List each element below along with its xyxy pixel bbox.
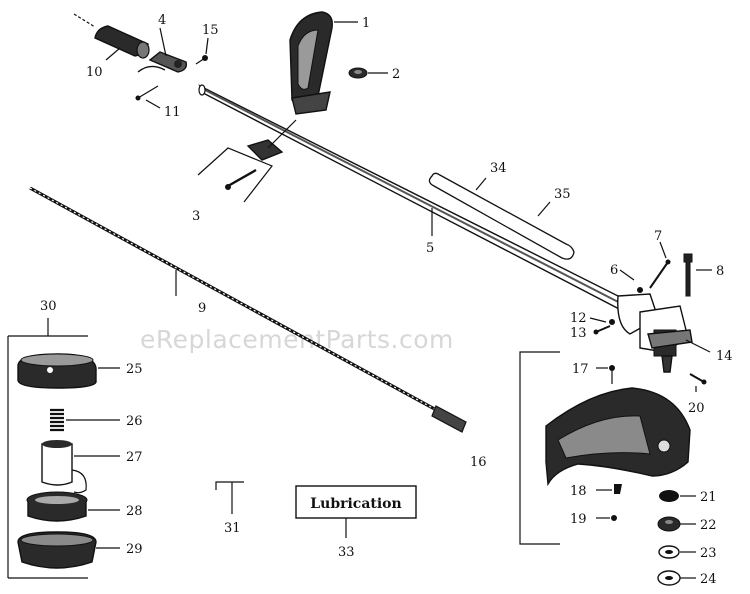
callout-25: 25: [126, 362, 143, 377]
part-1-handle[interactable]: [289, 11, 333, 115]
part-28-spool[interactable]: [26, 491, 88, 522]
part-33-lubrication[interactable]: Lubrication: [295, 485, 417, 538]
callout-7: 7: [654, 229, 662, 244]
callout-27: 27: [126, 450, 143, 465]
callout-numbers: 1 2 3 4 5 6 7 8 9 10 11 12 13 14 15 16 1…: [40, 13, 733, 587]
part-8-bolt[interactable]: [683, 253, 693, 297]
callout-6: 6: [610, 263, 618, 278]
part-22-washer[interactable]: [657, 516, 681, 532]
part-12-nut[interactable]: [609, 319, 615, 325]
callout-18: 18: [570, 484, 587, 499]
callout-13: 13: [570, 326, 587, 341]
part-25-knob[interactable]: [17, 353, 97, 389]
callout-33: 33: [338, 545, 355, 560]
callout-11: 11: [164, 105, 181, 120]
part-23-washer[interactable]: [658, 545, 680, 559]
callout-19: 19: [570, 512, 587, 527]
part-13-screw[interactable]: [593, 325, 611, 335]
callout-21: 21: [700, 490, 717, 505]
part-20-screw[interactable]: [689, 373, 707, 385]
callout-15: 15: [202, 23, 219, 38]
callout-4: 4: [158, 13, 166, 28]
callout-9: 9: [198, 301, 206, 316]
callout-34: 34: [490, 161, 507, 176]
part-15-screw[interactable]: [195, 55, 208, 65]
part-21-washer[interactable]: [659, 490, 679, 502]
part-26-spring[interactable]: [50, 408, 64, 432]
callout-17: 17: [572, 362, 589, 377]
part-10-rear-grip[interactable]: [73, 13, 150, 59]
part-2-nut[interactable]: [348, 67, 368, 79]
lubrication-label: Lubrication: [310, 496, 401, 512]
callout-20: 20: [688, 401, 705, 416]
callout-5: 5: [426, 241, 434, 256]
part-9-drive-cable[interactable]: [29, 186, 467, 433]
part-17-screw[interactable]: [609, 365, 615, 384]
callout-35: 35: [554, 187, 571, 202]
callout-12: 12: [570, 311, 587, 326]
callout-10: 10: [86, 65, 103, 80]
part-34-decal[interactable]: [428, 172, 575, 260]
callout-14: 14: [716, 349, 733, 364]
part-4-clamp[interactable]: [137, 51, 188, 73]
part-6-screw[interactable]: [637, 287, 643, 293]
callout-28: 28: [126, 504, 143, 519]
part-16-guard[interactable]: [545, 387, 691, 487]
callout-22: 22: [700, 518, 717, 533]
callout-1: 1: [362, 16, 370, 31]
callout-16: 16: [470, 455, 487, 470]
part-29-housing[interactable]: [17, 531, 97, 569]
part-31-marker: [215, 481, 244, 514]
callout-23: 23: [700, 546, 717, 561]
part-18-blade[interactable]: [614, 484, 622, 494]
callout-29: 29: [126, 542, 143, 557]
part-19-screw[interactable]: [611, 515, 617, 521]
part-11-screw[interactable]: [135, 85, 159, 101]
part-14-gear-head[interactable]: [617, 293, 693, 373]
leader-lines: [66, 21, 712, 579]
part-3-bracket[interactable]: [197, 119, 297, 203]
callout-26: 26: [126, 414, 143, 429]
part-5-drive-shaft-tube[interactable]: [198, 84, 631, 313]
part-24-washer[interactable]: [657, 570, 681, 586]
part-27-eyelet[interactable]: [41, 440, 87, 494]
callout-31: 31: [224, 521, 241, 536]
watermark: eReplacementParts.com: [140, 325, 454, 354]
part-30-bracket: [7, 318, 88, 579]
callout-30: 30: [40, 299, 57, 314]
callout-3: 3: [192, 209, 200, 224]
callout-2: 2: [392, 67, 400, 82]
callout-24: 24: [700, 572, 717, 587]
part-16-bracket: [519, 351, 560, 545]
part-7-screw[interactable]: [649, 259, 671, 289]
callout-8: 8: [716, 264, 724, 279]
